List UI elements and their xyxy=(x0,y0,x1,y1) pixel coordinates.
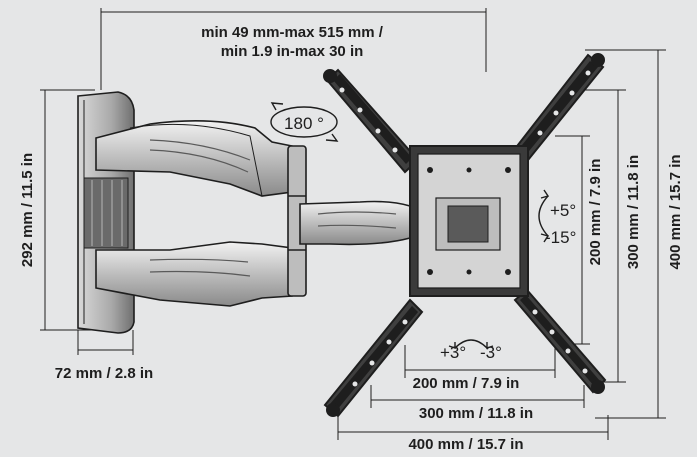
wall-plate-width-label: 72 mm / 2.8 in xyxy=(55,365,153,382)
rotation-label: 180 ° xyxy=(284,114,324,133)
bracket-arm-bottom-left xyxy=(323,298,424,418)
bracket-slot-holes xyxy=(339,70,591,387)
vesa-vertical-400: 400 mm / 15.7 in xyxy=(667,154,684,269)
vesa-horizontal-300: 300 mm / 11.8 in xyxy=(419,405,533,422)
wall-plate xyxy=(77,91,135,334)
vesa-horizontal-400: 400 mm / 15.7 in xyxy=(408,436,523,453)
swivel-left-label: +3° xyxy=(440,343,466,362)
tilt-arc xyxy=(538,189,550,243)
vesa-vertical-200: 200 mm / 7.9 in xyxy=(587,159,604,266)
vesa-vertical-300: 300 mm / 11.8 in xyxy=(625,155,642,269)
rotation-indicator xyxy=(270,102,339,142)
wall-plate-height-label: 292 mm / 11.5 in xyxy=(19,153,36,267)
bracket-arm-bottom-right xyxy=(513,288,607,394)
tilt-down-label: -15° xyxy=(545,228,576,247)
swivel-arc xyxy=(448,339,494,349)
tilt-up-label: +5° xyxy=(550,201,576,220)
swivel-right-label: -3° xyxy=(480,343,502,362)
vesa-horizontal-200: 200 mm / 7.9 in xyxy=(413,375,520,392)
arm-extension-label-line1: min 49 mm-max 515 mm / xyxy=(201,24,384,41)
arm-extension-label-line2: min 1.9 in-max 30 in xyxy=(221,43,364,60)
bracket-arm-top-right xyxy=(512,53,605,162)
articulating-arms xyxy=(95,120,411,307)
tv-bracket xyxy=(323,53,607,418)
bracket-arm-top-left xyxy=(325,68,420,174)
